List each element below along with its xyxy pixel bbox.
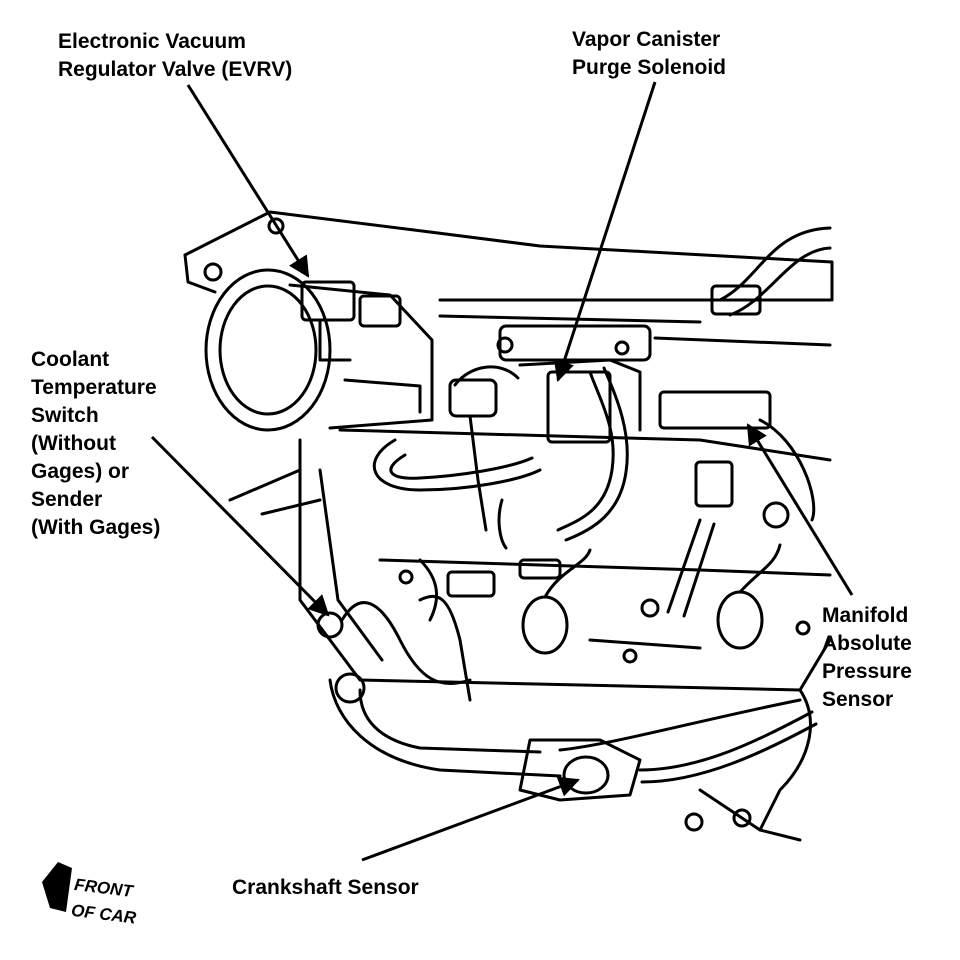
map-sensor-label: Manifold Absolute Pressure Sensor xyxy=(822,604,912,711)
engine-body xyxy=(183,210,834,842)
evrv-label: Electronic Vacuum Regulator Valve (EVRV) xyxy=(58,30,293,81)
leader-lines xyxy=(150,81,854,862)
coolant-switch-label: Coolant Temperature Switch (Without Gage… xyxy=(31,348,161,539)
purge-leader xyxy=(553,81,657,382)
map-leader xyxy=(746,423,854,596)
purge-solenoid-label: Vapor Canister Purge Solenoid xyxy=(572,28,727,79)
coolant-leader xyxy=(150,435,330,617)
crank-leader xyxy=(361,776,580,862)
evrv-leader xyxy=(186,84,310,278)
front-of-car-label: FRONT OF CAR xyxy=(70,874,138,928)
front-arrow-icon xyxy=(42,862,72,912)
crankshaft-sensor-label: Crankshaft Sensor xyxy=(232,876,419,899)
